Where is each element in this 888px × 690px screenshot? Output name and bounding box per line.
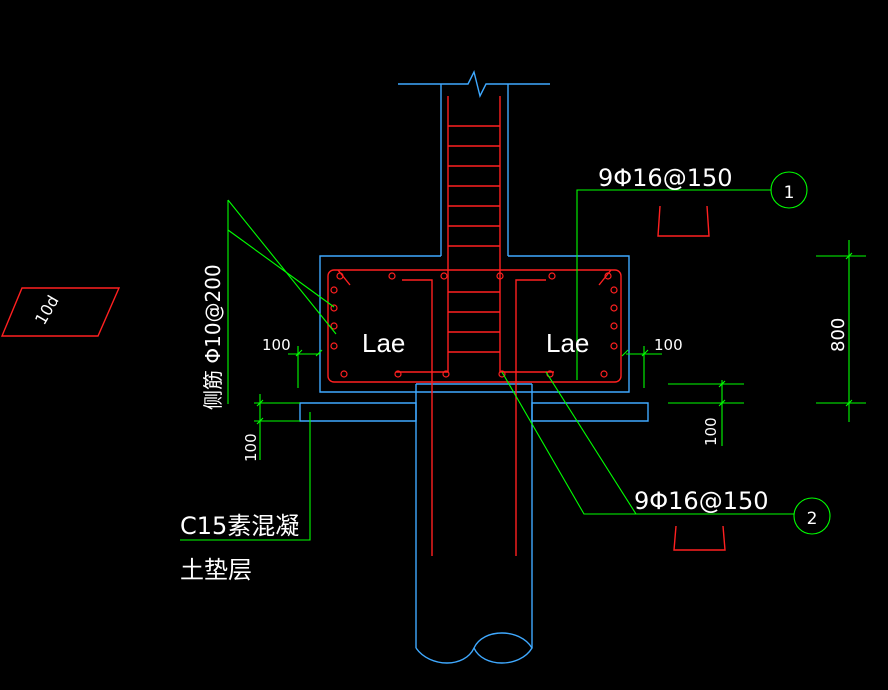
dim-left-100: 100 — [262, 336, 291, 354]
anchor-left-label: Lae — [362, 328, 405, 358]
concrete-pad-label-line1: C15素混凝 — [180, 512, 299, 540]
concrete-pad-right — [531, 402, 649, 422]
dim-height-800: 800 — [828, 318, 849, 352]
marker-1-number: 1 — [784, 183, 795, 203]
rebar-dots — [330, 272, 618, 378]
lap-10d-label: 10d — [31, 292, 63, 328]
marker-2-number: 2 — [807, 509, 818, 529]
text-group: 9Φ16@150 9Φ16@150 1 2 Lae Lae 100 100 80… — [31, 164, 849, 584]
u-bar-symbol-2 — [673, 525, 726, 551]
bottom-rebar-label: 9Φ16@150 — [634, 487, 769, 515]
beam-outer-stirrup — [327, 269, 622, 383]
side-rebar-label: 侧筋 Φ10@200 — [201, 264, 225, 410]
lap-parallelogram — [0, 287, 121, 337]
leader-1 — [576, 189, 771, 380]
top-rebar-label: 9Φ16@150 — [598, 164, 733, 192]
u-bar-symbol-1 — [657, 205, 710, 237]
anchor-bar-left — [402, 279, 433, 372]
pile-break-symbol — [415, 632, 533, 664]
anchor-right-label: Lae — [546, 328, 589, 358]
leader-2b — [545, 371, 637, 515]
concrete-outline — [299, 69, 649, 664]
top-left-hook — [337, 269, 351, 286]
marker-1-circle — [770, 171, 808, 209]
rebar-group — [0, 96, 726, 556]
leader-side-bar-2 — [227, 229, 335, 308]
leader-side-bar — [227, 199, 337, 335]
beam-cap-outline — [319, 255, 630, 393]
column-stirrups — [448, 125, 500, 353]
column-break-line — [398, 69, 550, 99]
dim-right-100: 100 — [654, 336, 683, 354]
leader-concrete-pad — [180, 412, 311, 541]
leaders — [180, 171, 866, 541]
dim-pad-left-100: 100 — [242, 433, 260, 462]
concrete-pad-label-line2: 土垫层 — [180, 556, 252, 584]
concrete-pad — [299, 402, 417, 422]
leader-2 — [501, 371, 794, 515]
anchor-bar-right — [515, 279, 546, 372]
marker-2-circle — [793, 497, 831, 535]
dim-pad-right-100: 100 — [702, 417, 720, 446]
